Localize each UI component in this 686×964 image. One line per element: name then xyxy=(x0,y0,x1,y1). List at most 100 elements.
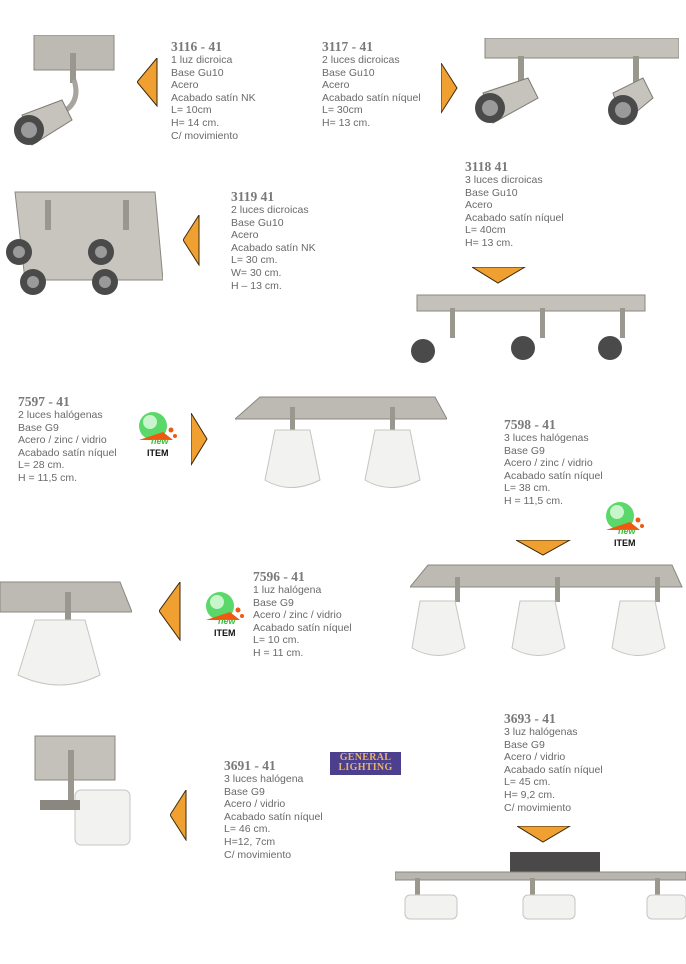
product-spec-line: 1 luz dicroica xyxy=(171,54,233,66)
new-item-icon xyxy=(606,502,644,530)
product-spec-line: Base Gu10 xyxy=(465,186,518,199)
logo-line-2: LIGHTING xyxy=(338,762,393,773)
product-spec-line: L= 30cm xyxy=(322,104,363,117)
product-spec-line: L= 10 cm. xyxy=(253,634,300,647)
product-spec-line: Base Gu10 xyxy=(171,66,224,79)
general-lighting-logo: GENERAL LIGHTING xyxy=(330,752,401,775)
product-code: 3117 - 41 xyxy=(322,39,374,54)
product-spec-line: Acabado satín níquel xyxy=(224,810,323,823)
product-image-7596 xyxy=(0,581,132,686)
product-code: 7597 - 41 xyxy=(18,394,70,409)
product-spec-line: 3 luces halógena xyxy=(224,773,304,785)
logo-line-1: GENERAL xyxy=(339,752,392,763)
product-spec-line: W= 30 cm. xyxy=(231,266,282,279)
product-spec-line: Acero xyxy=(231,229,259,242)
product-spec-line: 2 luces halógenas xyxy=(18,409,103,421)
product-code: 3693 - 41 xyxy=(504,711,556,726)
badge-item-label: ITEM xyxy=(214,628,236,638)
product-spec-line: L= 46 cm. xyxy=(224,823,271,836)
product-spec-line: Base G9 xyxy=(504,738,545,751)
product-image-3693 xyxy=(395,852,686,920)
product-spec-line: 3 luces halógenas xyxy=(504,432,589,444)
product-spec-line: L= 10cm xyxy=(171,104,212,117)
product-code: 3691 - 41 xyxy=(224,758,276,773)
product-spec-line: H= 13 cm. xyxy=(465,236,514,249)
product-spec-line: Acero / vidrio xyxy=(224,798,286,811)
product-image-3117 xyxy=(475,38,679,125)
product-spec-line: H = 11 cm. xyxy=(253,646,304,659)
product-code: 3116 - 41 xyxy=(171,39,223,54)
product-spec-line: Acero / zinc / vidrio xyxy=(504,457,593,470)
arrow-down-icon xyxy=(516,540,571,556)
product-image-3691 xyxy=(34,735,131,846)
product-spec-line: Acabado satín níquel xyxy=(18,446,117,459)
product-spec-line: Acero / zinc / vidrio xyxy=(18,434,107,447)
product-spec-line: C/ movimiento xyxy=(224,848,292,861)
product-spec-line: L= 40cm xyxy=(465,224,506,237)
product-spec-line: H= 14 cm. xyxy=(171,116,220,129)
product-spec-line: Base G9 xyxy=(18,421,59,434)
product-image-3116 xyxy=(14,35,115,146)
product-spec-line: H – 13 cm. xyxy=(231,279,282,292)
product-spec-line: Acabado satín níquel xyxy=(465,211,564,224)
product-spec-line: 2 luces dicroicas xyxy=(231,204,309,216)
product-spec-line: L= 30 cm. xyxy=(231,254,278,267)
product-spec-line: Acero / zinc / vidrio xyxy=(253,609,342,622)
product-image-3118 xyxy=(411,294,646,363)
product-spec-line: H = 11,5 cm. xyxy=(18,471,78,484)
product-spec-line: H = 11,5 cm. xyxy=(504,494,564,507)
product-spec-line: Acero / vidrio xyxy=(504,751,566,764)
product-spec-line: Acabado satín níquel xyxy=(253,621,352,634)
product-spec-line: Acabado satín níquel xyxy=(504,763,603,776)
product-spec-line: 3 luz halógenas xyxy=(504,726,578,738)
product-spec-line: L= 28 cm. xyxy=(18,459,65,472)
product-spec-line: H=12, 7cm xyxy=(224,835,276,848)
product-image-7598 xyxy=(410,564,683,656)
arrow-left-icon xyxy=(183,215,200,266)
product-spec-line: Acero xyxy=(171,79,199,92)
arrow-right-icon xyxy=(441,63,458,114)
product-spec-line: C/ movimiento xyxy=(171,129,239,142)
product-spec-line: H= 9,2 cm. xyxy=(504,788,556,801)
product-spec-line: Acabado satín NK xyxy=(171,91,256,104)
new-item-badge: new ITEM xyxy=(133,410,179,462)
badge-item-label: ITEM xyxy=(614,538,636,548)
new-item-badge: new ITEM xyxy=(200,590,246,642)
product-code: 7596 - 41 xyxy=(253,569,305,584)
badge-new-label: new xyxy=(151,436,169,446)
badge-new-label: new xyxy=(618,526,636,536)
product-spec-line: 1 luz halógena xyxy=(253,584,322,596)
new-item-icon xyxy=(206,592,244,620)
product-code: 3118 41 xyxy=(465,159,509,174)
product-spec-line: Base G9 xyxy=(253,596,294,609)
badge-item-label: ITEM xyxy=(147,448,169,458)
arrow-down-icon xyxy=(472,267,526,284)
badge-new-label: new xyxy=(218,616,236,626)
product-spec-line: Base Gu10 xyxy=(231,216,284,229)
product-spec-line: Acero xyxy=(322,79,350,92)
new-item-badge: new ITEM xyxy=(600,500,646,552)
product-image-7597 xyxy=(235,396,447,488)
product-spec-line: 3 luces dicroicas xyxy=(465,174,543,186)
arrow-right-icon xyxy=(191,413,208,466)
product-spec-line: H= 13 cm. xyxy=(322,116,371,129)
product-spec-line: Acabado satín níquel xyxy=(504,469,603,482)
product-spec-line: Acero xyxy=(465,199,493,212)
arrow-down-icon xyxy=(517,826,571,843)
product-spec-line: Base G9 xyxy=(504,444,545,457)
product-code: 3119 41 xyxy=(231,189,275,204)
product-spec-line: Base G9 xyxy=(224,785,265,798)
arrow-left-icon xyxy=(170,790,187,841)
new-item-icon xyxy=(139,412,177,440)
product-spec-line: C/ movimiento xyxy=(504,801,572,814)
product-spec-line: L= 38 cm. xyxy=(504,482,551,495)
product-spec-line: Acabado satín NK xyxy=(231,241,316,254)
